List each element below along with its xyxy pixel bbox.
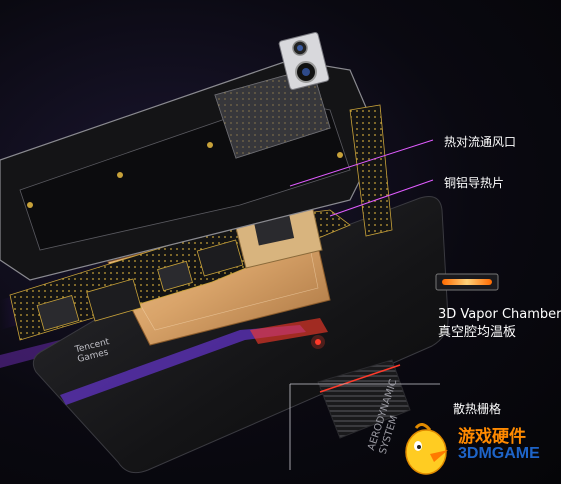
camera-module: [278, 32, 330, 90]
duck-mascot-icon: [405, 423, 448, 475]
vapor-chamber-icon: [435, 273, 499, 291]
watermark-3dmgame: 游戏硬件 3DMGAME: [400, 418, 558, 480]
watermark-line1: 游戏硬件: [458, 427, 526, 447]
mid-frame: [0, 59, 381, 281]
callout-lines: [289, 139, 440, 470]
label-vapor-chamber-en: 3D Vapor Chamber: [438, 307, 561, 322]
label-airflow-vent: 热对流通风口: [444, 135, 517, 149]
label-copper-aluminum-sheet: 铜铝导热片: [444, 176, 505, 190]
label-heat-grille: 散热栅格: [453, 402, 502, 416]
label-vapor-chamber-cn: 真空腔均温板: [438, 325, 517, 340]
watermark-line2: 3DMGAME: [458, 445, 540, 462]
side-flex-board: [349, 104, 393, 237]
phone-back-shell: [32, 196, 449, 474]
